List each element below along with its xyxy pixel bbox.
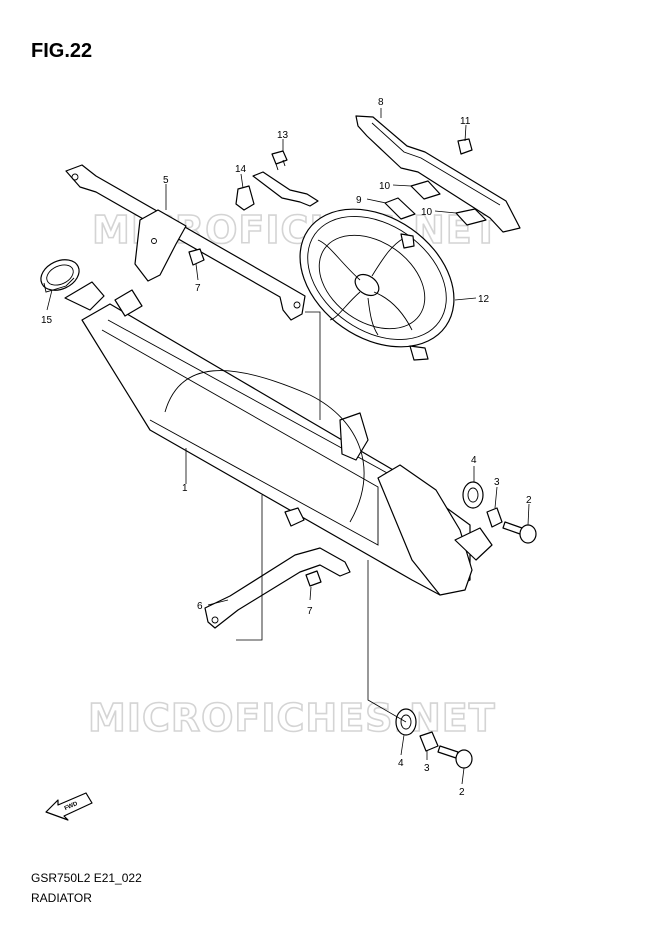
callout-12: 12: [478, 294, 490, 305]
part-3-collar-upper: [486, 507, 503, 528]
fwd-label: FWD: [64, 801, 80, 812]
part-13-bolt: [271, 150, 288, 171]
callout-10a: 10: [379, 181, 391, 192]
part-7-bolt-lower: [305, 570, 322, 587]
callout-3b: 3: [424, 763, 430, 774]
part-4-grommet-upper: [462, 481, 484, 509]
part-8-bracket: [355, 115, 521, 233]
callout-5: 5: [163, 175, 169, 186]
callout-4a: 4: [471, 455, 477, 466]
part-12-cooling-fan: [252, 171, 455, 361]
part-7-bolt-upper: [188, 248, 205, 266]
part-2-bolt-upper: [502, 521, 537, 544]
part-3-collar-lower: [419, 731, 439, 752]
diagram-name: RADIATOR: [31, 891, 92, 905]
callout-6: 6: [197, 601, 203, 612]
callout-14: 14: [235, 164, 247, 175]
diagram-code: GSR750L2 E21_022: [31, 871, 142, 885]
callout-2a: 2: [526, 495, 532, 506]
callout-7b: 7: [307, 606, 313, 617]
watermark-bottom: MICROFICHES.NET: [88, 696, 496, 740]
callout-13: 13: [277, 130, 289, 141]
callout-leaders: [46, 108, 530, 785]
callout-1: 1: [182, 483, 188, 494]
part-9-pad: [384, 197, 416, 220]
part-1-radiator: [64, 281, 493, 596]
part-2-bolt-lower: [437, 745, 473, 769]
part-11-bolt: [457, 138, 473, 155]
callout-3a: 3: [494, 477, 500, 488]
callout-9: 9: [356, 195, 362, 206]
fwd-arrow-icon: FWD: [45, 792, 93, 821]
part-14-clip: [235, 185, 255, 211]
callout-7a: 7: [195, 283, 201, 294]
part-10-pads: [410, 180, 487, 226]
figure-title: FIG.22: [31, 40, 93, 62]
callout-11: 11: [460, 116, 471, 127]
part-5-upper-bracket: [65, 164, 306, 321]
callout-4b: 4: [398, 758, 404, 769]
callout-10b: 10: [421, 207, 433, 218]
callout-15: 15: [41, 315, 53, 326]
callout-8: 8: [378, 97, 384, 108]
part-6-lower-bracket: [204, 547, 351, 629]
alignment-lines: [236, 311, 407, 723]
part-15-radiator-cap: [40, 259, 80, 293]
callout-2b: 2: [459, 787, 465, 798]
